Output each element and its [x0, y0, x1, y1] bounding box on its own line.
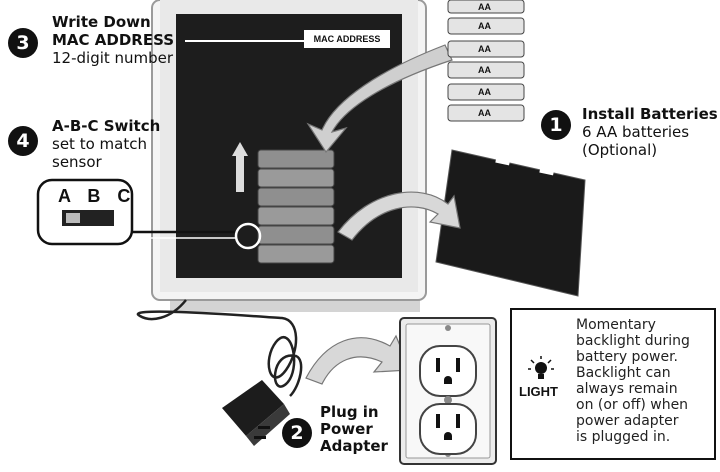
door-remove-arrow	[337, 191, 461, 241]
battery-label: AA	[478, 65, 491, 75]
light-line: power adapter	[576, 413, 679, 429]
power-cord	[136, 299, 303, 397]
power-adapter-icon	[222, 380, 290, 446]
step-1-badge: 1	[541, 110, 571, 140]
light-line: battery power.	[576, 349, 678, 365]
light-line: is plugged in.	[576, 429, 671, 445]
step-4-badge: 4	[8, 126, 38, 156]
power-line2: Power	[320, 420, 373, 438]
battery-label: AA	[478, 44, 491, 54]
switch-line1: set to match	[52, 135, 147, 153]
plug-in-arrow	[305, 334, 411, 385]
switch-line2: sensor	[52, 153, 102, 171]
installed-batteries	[257, 149, 335, 264]
light-info-box	[510, 308, 716, 460]
batteries-line1: 6 AA batteries	[582, 123, 690, 141]
battery-label: AA	[478, 21, 491, 31]
light-bulb-icon	[528, 356, 554, 379]
step-2-badge: 2	[282, 418, 312, 448]
mac-address-label: MAC ADDRESS	[304, 30, 390, 48]
battery-label: AA	[478, 87, 491, 97]
battery-insert-arrow	[306, 44, 453, 154]
light-line: Momentary	[576, 317, 656, 333]
switch-title: A-B-C Switch	[52, 117, 161, 135]
mac-title-line2: MAC ADDRESS	[52, 31, 175, 49]
step-3-badge: 3	[8, 28, 38, 58]
light-line: on (or off) when	[576, 397, 689, 413]
battery-stack	[447, 0, 525, 122]
switch-letters: A B C	[58, 186, 137, 206]
batteries-title: Install Batteries	[582, 105, 718, 123]
light-line: always remain	[576, 381, 678, 397]
battery-label: AA	[478, 108, 491, 118]
mac-subtitle: 12-digit number	[52, 49, 174, 67]
battery-label: AA	[478, 2, 491, 12]
power-line3: Adapter	[320, 437, 388, 455]
light-label: LIGHT	[519, 384, 558, 399]
wall-outlet	[399, 317, 497, 465]
switch-location-circle	[234, 222, 262, 250]
power-line1: Plug in	[320, 403, 379, 421]
light-description: Momentary backlight during battery power…	[576, 317, 716, 445]
mac-title-line1: Write Down	[52, 13, 151, 31]
light-line: backlight during	[576, 333, 690, 349]
light-line: Backlight can	[576, 365, 671, 381]
up-arrow-icon	[232, 142, 248, 192]
batteries-line2: (Optional)	[582, 141, 658, 159]
